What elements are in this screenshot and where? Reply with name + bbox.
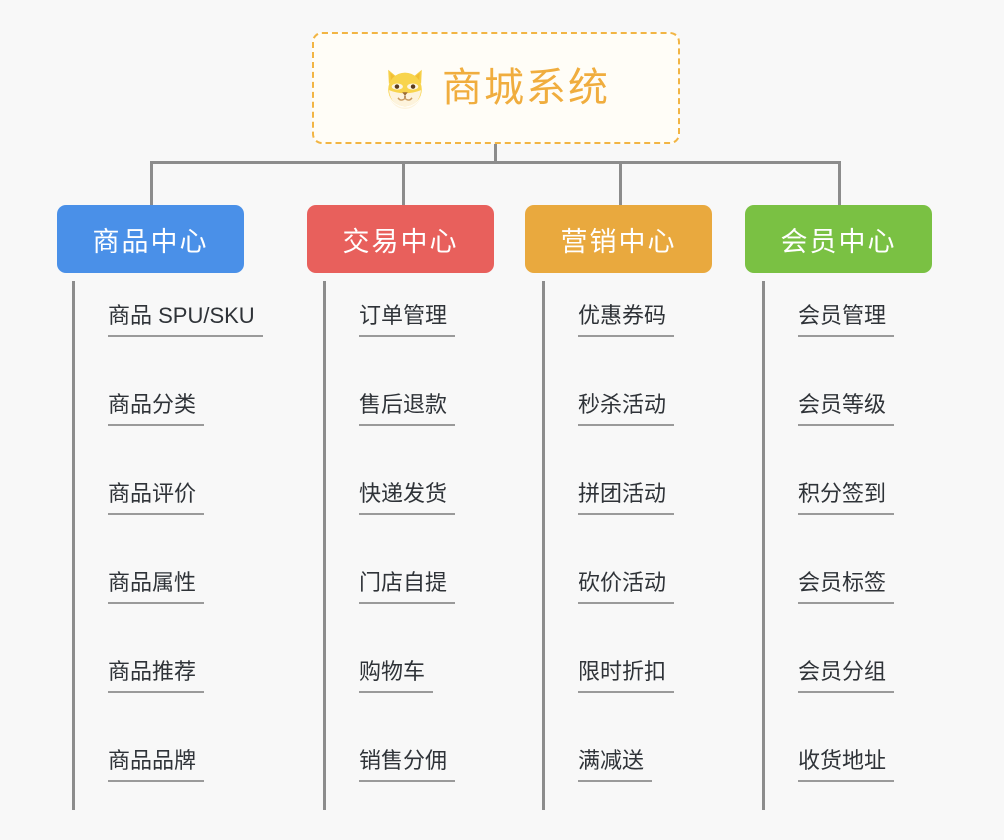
leaf-item[interactable]: 商品品牌 [72,726,205,782]
leaf-label: 门店自提 [359,569,456,604]
leaf-item[interactable]: 会员标签 [762,548,895,604]
leaf-label: 商品属性 [108,569,205,604]
leaf-label: 积分签到 [798,480,895,515]
leaf-label: 会员管理 [798,302,895,337]
category-box-marketing[interactable]: 营销中心 [525,205,712,273]
connector-horizontal-bus [150,161,841,164]
leaf-trunk [762,281,765,810]
leaf-item[interactable]: 门店自提 [323,548,456,604]
connector-drop-1 [150,161,153,205]
leaf-item[interactable]: 购物车 [323,637,434,693]
leaf-label: 销售分佣 [359,747,456,782]
leaf-item[interactable]: 砍价活动 [542,548,675,604]
leaf-label: 购物车 [359,658,434,693]
leaf-item[interactable]: 商品评价 [72,459,205,515]
leaf-item[interactable]: 会员管理 [762,281,895,337]
leaf-item[interactable]: 快递发货 [323,459,456,515]
leaf-label: 商品品牌 [108,747,205,782]
category-label: 营销中心 [560,226,677,257]
leaf-label: 优惠券码 [578,302,675,337]
leaf-label: 商品分类 [108,391,205,426]
leaf-item[interactable]: 收货地址 [762,726,895,782]
root-title: 商城系统 [442,66,610,110]
leaf-item[interactable]: 会员等级 [762,370,895,426]
category-label: 商品中心 [92,226,209,257]
leaf-label: 满减送 [578,747,653,782]
leaf-label: 秒杀活动 [578,391,675,426]
category-label: 会员中心 [780,226,897,257]
category-label: 交易中心 [342,226,459,257]
leaf-trunk [542,281,545,810]
leaf-item[interactable]: 限时折扣 [542,637,675,693]
leaf-item[interactable]: 满减送 [542,726,653,782]
leaf-item[interactable]: 商品推荐 [72,637,205,693]
connector-drop-3 [619,161,622,205]
leaf-item[interactable]: 拼团活动 [542,459,675,515]
leaf-item[interactable]: 秒杀活动 [542,370,675,426]
leaf-item[interactable]: 商品 SPU/SKU [72,281,263,337]
leaf-label: 拼团活动 [578,480,675,515]
leaf-label: 砍价活动 [578,569,675,604]
category-box-member[interactable]: 会员中心 [745,205,932,273]
leaf-label: 售后退款 [359,391,456,426]
leaf-label: 收货地址 [798,747,895,782]
leaf-label: 商品推荐 [108,658,205,693]
leaf-item[interactable]: 积分签到 [762,459,895,515]
leaf-item[interactable]: 商品分类 [72,370,205,426]
connector-drop-4 [838,161,841,205]
category-box-trade[interactable]: 交易中心 [307,205,494,273]
leaf-label: 会员等级 [798,391,895,426]
connector-drop-2 [402,161,405,205]
leaf-label: 商品评价 [108,480,205,515]
leaf-item[interactable]: 会员分组 [762,637,895,693]
leaf-label: 限时折扣 [578,658,675,693]
root-node[interactable]: 商城系统 [312,32,680,144]
leaf-trunk [323,281,326,810]
leaf-label: 订单管理 [359,302,456,337]
leaf-item[interactable]: 订单管理 [323,281,456,337]
leaf-trunk [72,281,75,810]
leaf-item[interactable]: 优惠券码 [542,281,675,337]
shiba-dog-icon [388,69,422,109]
leaf-item[interactable]: 销售分佣 [323,726,456,782]
leaf-item[interactable]: 商品属性 [72,548,205,604]
leaf-label: 会员标签 [798,569,895,604]
connector-root-stem [494,144,497,163]
leaf-label: 商品 SPU/SKU [108,302,263,337]
leaf-item[interactable]: 售后退款 [323,370,456,426]
category-box-product[interactable]: 商品中心 [57,205,244,273]
leaf-label: 会员分组 [798,658,895,693]
leaf-label: 快递发货 [359,480,456,515]
